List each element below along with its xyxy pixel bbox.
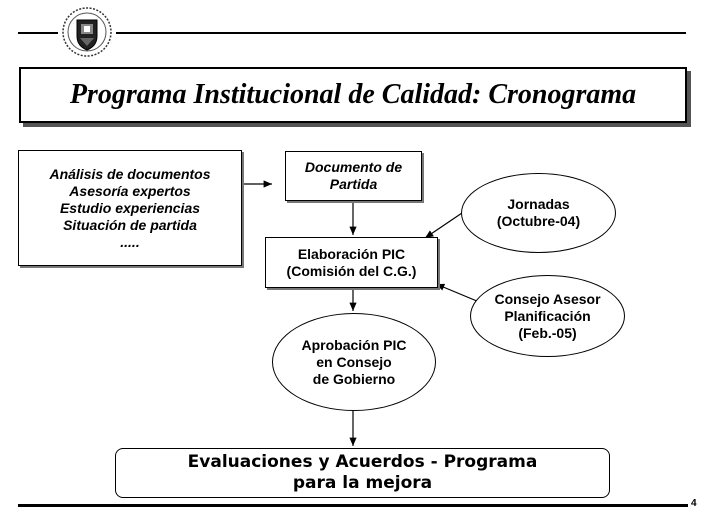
evaluaciones-line: Evaluaciones y Acuerdos - Programa	[187, 452, 538, 472]
title-box: Programa Institucional de Calidad: Crono…	[19, 67, 687, 123]
left-box-line: Análisis de documentos	[49, 165, 211, 182]
consejo-line: Planificación	[504, 307, 591, 324]
bottom-rule	[18, 504, 688, 507]
page-number: 4	[691, 498, 697, 509]
aprobacion-pic-ellipse: Aprobación PIC en Consejo de Gobierno	[272, 313, 436, 411]
aprobacion-line: en Consejo	[316, 353, 392, 370]
documento-line: Documento de	[304, 159, 403, 175]
evaluaciones-line: para la mejora	[292, 473, 433, 493]
elaboracion-pic-box: Elaboración PIC (Comisión del C.G.)	[265, 237, 438, 288]
evaluaciones-box: Evaluaciones y Acuerdos - Programa para …	[115, 448, 610, 498]
jornadas-ellipse: Jornadas (Octubre-04)	[461, 173, 616, 253]
elaboracion-line: (Comisión del C.G.)	[286, 262, 417, 279]
documento-line: Partida	[329, 176, 378, 192]
aprobacion-line: de Gobierno	[312, 370, 396, 387]
page-title: Programa Institucional de Calidad: Crono…	[69, 79, 637, 110]
top-rule	[18, 32, 58, 34]
jornadas-line: (Octubre-04)	[496, 213, 581, 229]
top-rule	[116, 32, 686, 34]
elaboracion-line: Elaboración PIC	[297, 245, 406, 262]
jornadas-line: Jornadas	[507, 196, 570, 212]
university-seal-icon	[62, 7, 112, 57]
aprobacion-line: Aprobación PIC	[301, 336, 407, 353]
left-box-line: Situación de partida	[63, 216, 197, 233]
consejo-line: (Feb.-05)	[518, 324, 577, 341]
left-inputs-box: Análisis de documentos Asesoría expertos…	[18, 150, 242, 266]
documento-partida-box: Documento de Partida	[285, 151, 422, 201]
left-box-line: Asesoría expertos	[69, 182, 191, 199]
consejo-asesor-ellipse: Consejo Asesor Planificación (Feb.-05)	[470, 275, 625, 357]
consejo-line: Consejo Asesor	[494, 290, 601, 307]
left-box-line: Estudio experiencias	[59, 199, 201, 216]
left-box-line: .....	[120, 233, 140, 250]
arrow-jornadas-to-elaboracion	[424, 212, 463, 239]
